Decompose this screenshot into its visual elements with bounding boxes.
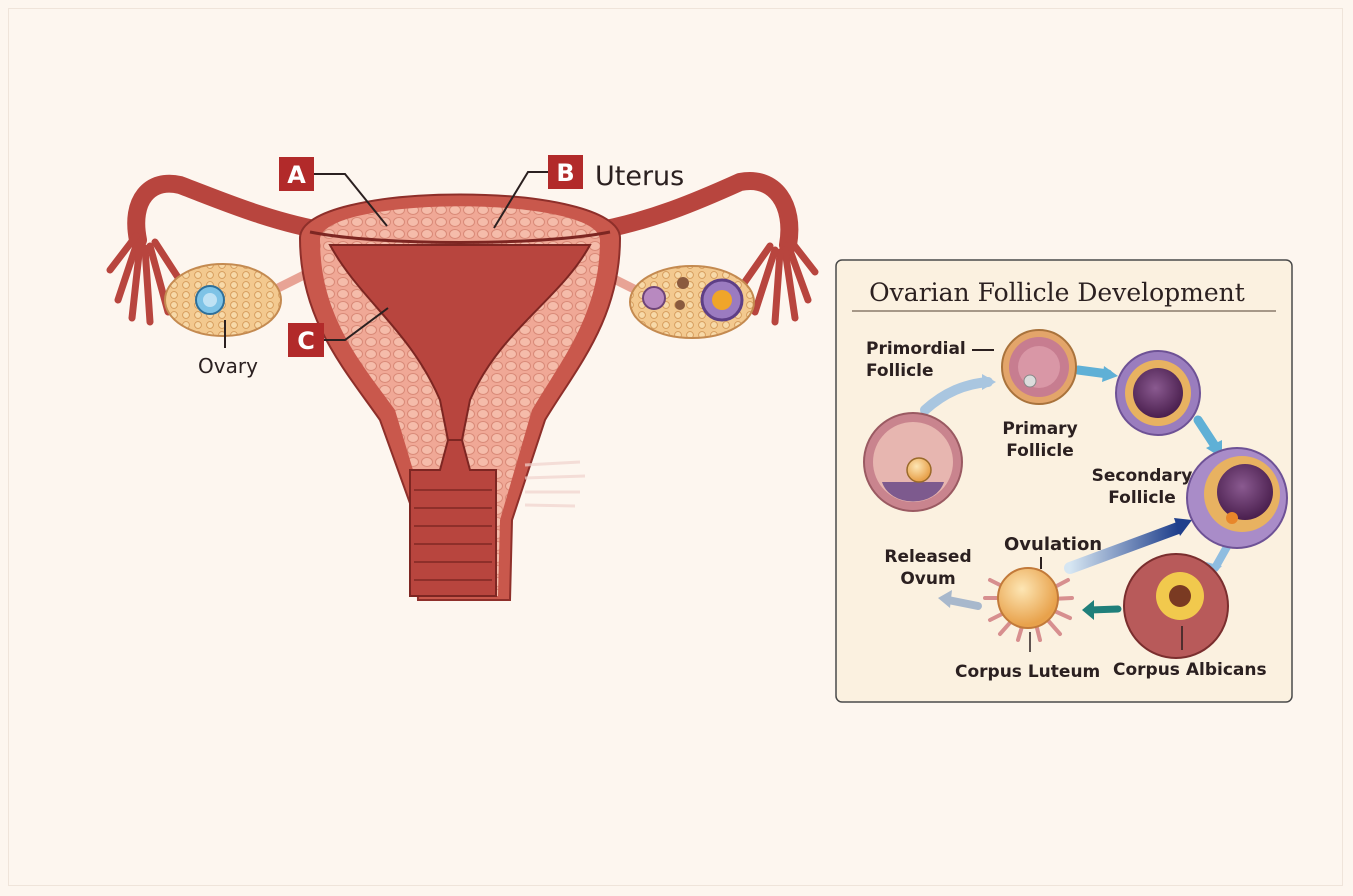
ovulation-pointer xyxy=(1040,557,1042,569)
released-ovum-label: Released Ovum xyxy=(884,546,972,590)
primary-label: Primary Follicle xyxy=(988,418,1092,462)
uterus-label: Uterus xyxy=(595,161,684,192)
ovary-label: Ovary xyxy=(198,354,258,378)
primordial-follicle-image xyxy=(864,413,962,511)
right-ovary xyxy=(630,266,754,338)
secondary-follicle-image xyxy=(1187,448,1287,548)
panel-title: Ovarian Follicle Development xyxy=(869,278,1245,307)
primary-follicle-image xyxy=(1002,330,1076,404)
secondary-follicle-early-image xyxy=(1116,351,1200,435)
svg-text:B: B xyxy=(556,159,574,187)
left-ovary xyxy=(165,264,281,336)
follicle-panel: Ovarian Follicle Development xyxy=(836,260,1292,702)
primordial-label: Primordial Follicle xyxy=(866,338,966,382)
corpus-albicans-label: Corpus Albicans xyxy=(1113,660,1267,680)
uterus-illustration xyxy=(110,181,815,600)
corpus-luteum-label: Corpus Luteum xyxy=(955,662,1100,682)
corpus-albicans-image xyxy=(1124,554,1228,658)
ovulation-label: Ovulation xyxy=(1004,534,1102,555)
primordial-pointer xyxy=(972,349,994,351)
svg-text:A: A xyxy=(287,161,306,189)
svg-text:C: C xyxy=(297,327,315,355)
secondary-label: Secondary Follicle xyxy=(1088,465,1196,509)
